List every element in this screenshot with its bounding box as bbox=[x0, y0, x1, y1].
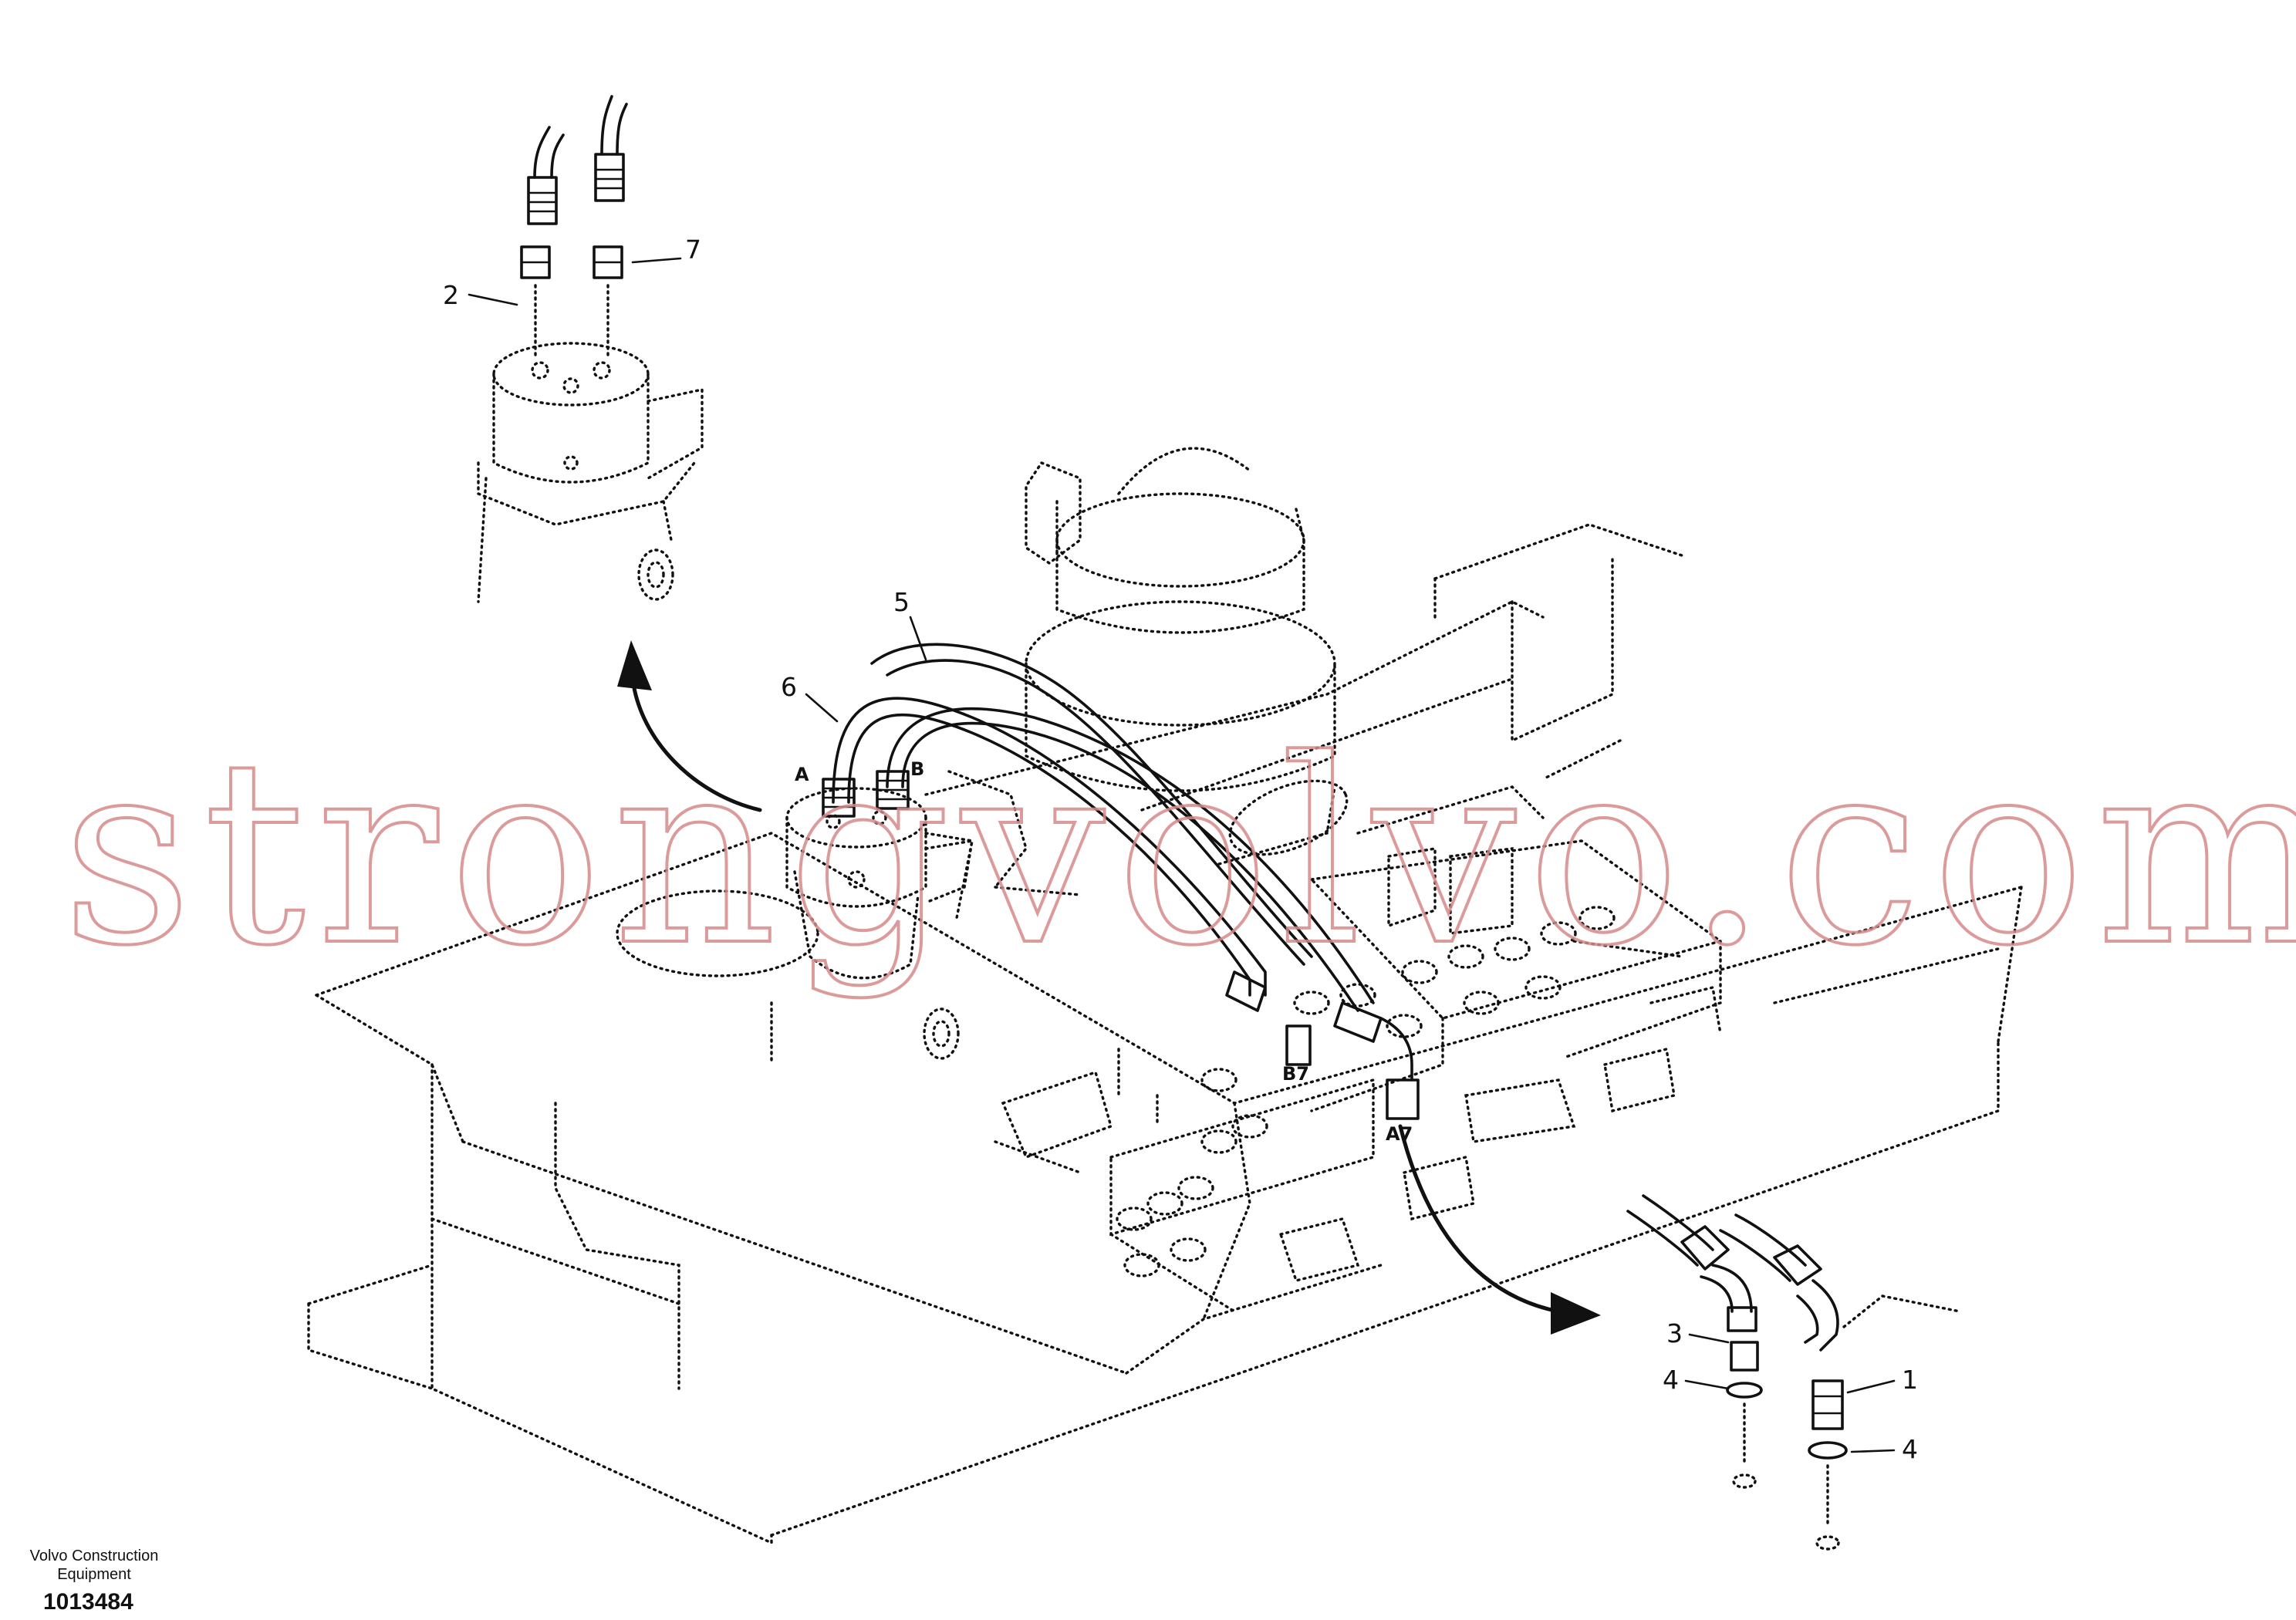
upper-frame bbox=[924, 447, 1683, 866]
control-valve bbox=[994, 839, 1724, 1313]
arrow-right-head bbox=[1551, 1292, 1601, 1335]
callout-7: 7 bbox=[685, 235, 701, 265]
arrows bbox=[617, 640, 1601, 1335]
document-number: 1013484 bbox=[43, 1589, 133, 1615]
callout-4-right: 4 bbox=[1902, 1434, 1918, 1464]
brand-line-2: Equipment bbox=[57, 1566, 131, 1583]
port-label-b7: B7 bbox=[1282, 1063, 1309, 1085]
machine-frame bbox=[307, 832, 2023, 1545]
callout-6: 6 bbox=[781, 672, 797, 702]
callout-1: 1 bbox=[1902, 1365, 1918, 1395]
callout-5: 5 bbox=[893, 587, 910, 617]
swing-joint-center bbox=[785, 787, 974, 908]
detail-bottom-right bbox=[1626, 1194, 1961, 1551]
port-label-a7: A7 bbox=[1386, 1123, 1413, 1145]
callout-4-left: 4 bbox=[1663, 1365, 1679, 1395]
port-label-b: B bbox=[910, 758, 924, 780]
brand-line-1: Volvo Construction bbox=[29, 1547, 159, 1564]
hoses bbox=[822, 643, 1420, 1120]
callout-3: 3 bbox=[1666, 1318, 1683, 1348]
detail-top-left bbox=[477, 95, 704, 603]
callout-leaders bbox=[468, 257, 1896, 1453]
swing-base bbox=[616, 770, 1082, 1060]
arrow-up-head bbox=[617, 640, 652, 690]
port-label-a: A bbox=[795, 764, 809, 785]
brand-block: Volvo Construction Equipment bbox=[9, 1547, 179, 1584]
watermark-text: strongvolvo.com bbox=[62, 705, 2296, 1001]
callout-2: 2 bbox=[443, 280, 459, 310]
